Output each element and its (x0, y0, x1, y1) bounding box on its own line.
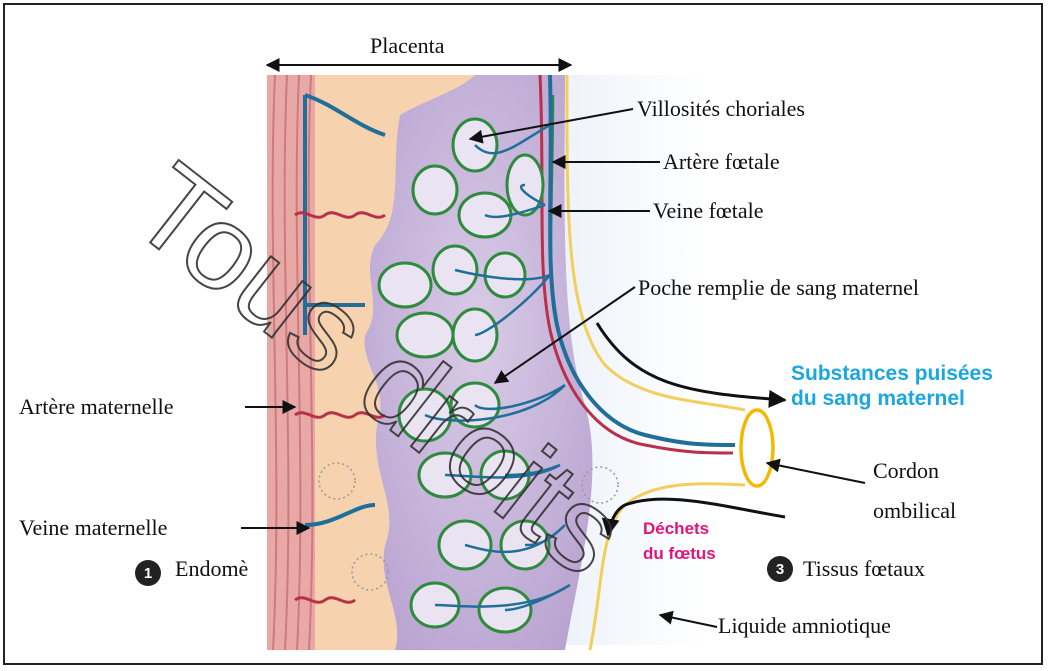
label-villosites-choriales: Villosités choriales (637, 98, 805, 120)
label-veine-maternelle: Veine maternelle (19, 517, 167, 539)
dechets-line-1: Déchets (643, 517, 716, 542)
label-artere-maternelle: Artère maternelle (19, 396, 174, 418)
dechets-callout: Déchets du fœtus (643, 517, 716, 566)
badge-1: 1 (135, 560, 161, 586)
substances-line-1: Substances puisées (791, 361, 993, 386)
label-liquide-amniotique: Liquide amniotique (718, 615, 891, 637)
substances-line-2: du sang maternel (791, 386, 993, 411)
placenta-title: Placenta (370, 35, 445, 57)
label-poche-sang-maternel: Poche remplie de sang maternel (638, 277, 919, 299)
dechets-line-2: du fœtus (643, 542, 716, 567)
label-ombilical: ombilical (873, 500, 956, 522)
label-veine-foetale: Veine fœtale (653, 200, 764, 222)
badge-3: 3 (767, 556, 793, 582)
label-endometre: Endomè (175, 558, 248, 580)
umbilical-cord-ellipse (741, 410, 773, 486)
substances-callout: Substances puisées du sang maternel (791, 361, 993, 411)
label-artere-foetale: Artère fœtale (663, 151, 780, 173)
diagram-frame: Tous droits Placenta Villosités choriale… (3, 3, 1043, 665)
label-tissus-foetaux: Tissus fœtaux (803, 558, 925, 580)
label-cordon: Cordon (873, 460, 939, 482)
